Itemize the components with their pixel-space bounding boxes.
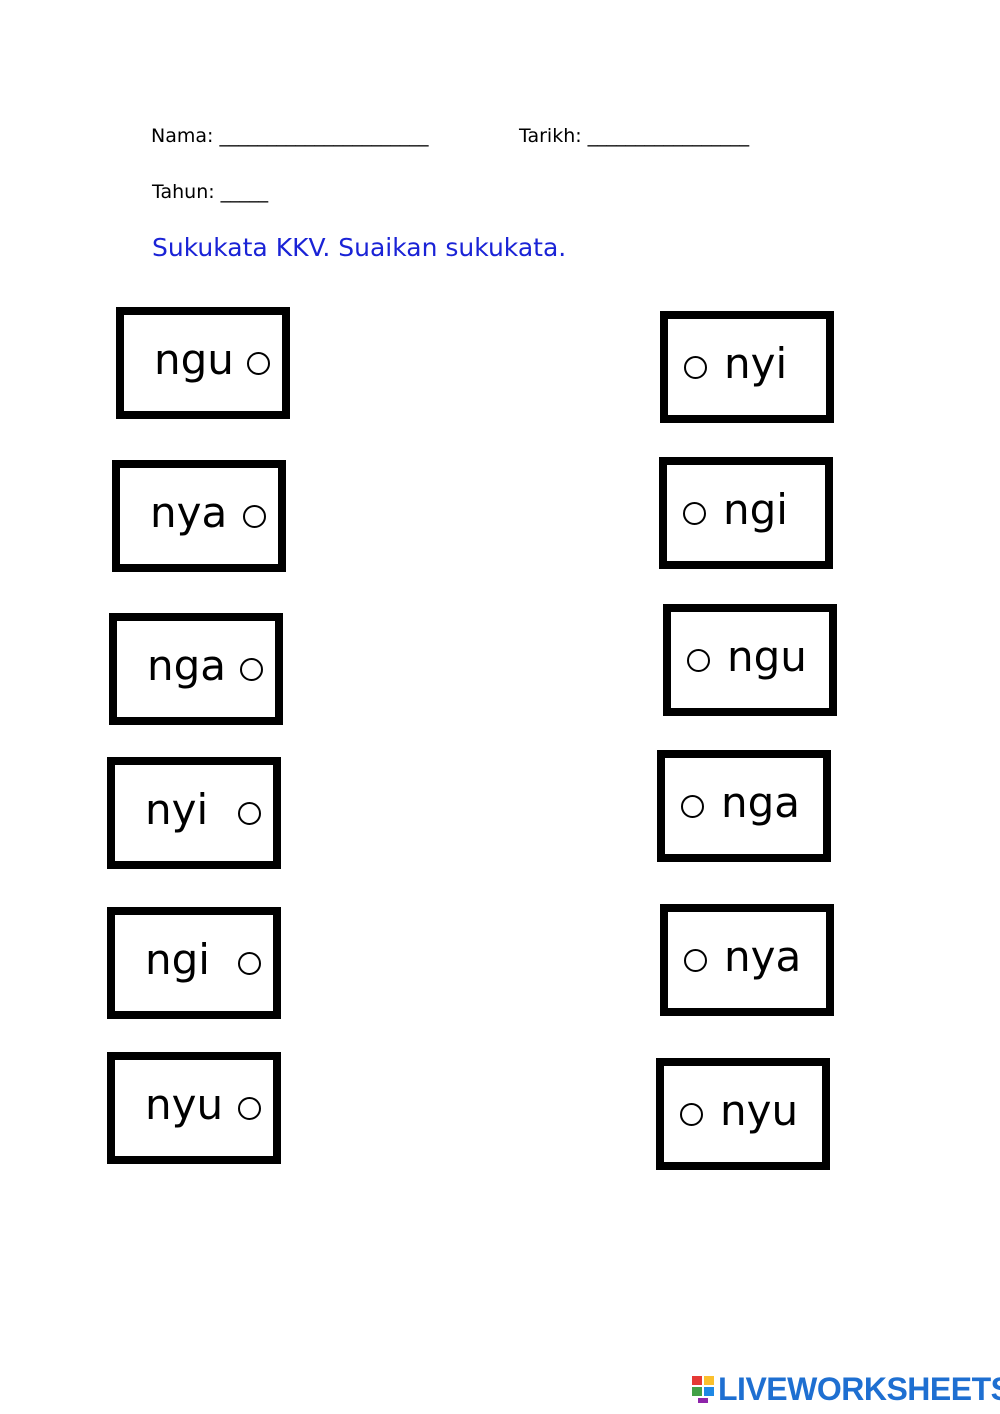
right-card-6: nyu [656, 1058, 830, 1170]
match-dot-icon[interactable] [683, 502, 706, 525]
right-card-3: ngu [663, 604, 837, 716]
instruction-text: Sukukata KKV. Suaikan sukukata. [152, 233, 567, 262]
match-dot-icon[interactable] [680, 1103, 703, 1126]
nama-field[interactable]: Nama: ______________________ [151, 125, 429, 147]
left-card-3: nga [109, 613, 283, 725]
tahun-field[interactable]: Tahun: _____ [152, 181, 269, 203]
right-card-word: nyu [720, 1086, 799, 1135]
match-dot-icon[interactable] [687, 649, 710, 672]
left-card-6: nyu [107, 1052, 281, 1164]
left-card-word: nya [150, 488, 228, 537]
left-card-word: nyi [145, 785, 209, 834]
match-dot-icon[interactable] [238, 1097, 261, 1120]
left-card-5: ngi [107, 907, 281, 1019]
left-card-word: ngi [145, 935, 210, 984]
right-card-word: nga [721, 778, 801, 827]
left-card-word: ngu [154, 335, 234, 384]
tarikh-field[interactable]: Tarikh: _________________ [519, 125, 750, 147]
right-card-4: nga [657, 750, 831, 862]
brand-text: LIVEWORKSHEETS [718, 1370, 1000, 1407]
liveworksheets-logo-icon [692, 1374, 716, 1404]
left-card-word: nga [147, 641, 227, 690]
match-dot-icon[interactable] [684, 949, 707, 972]
left-card-word: nyu [145, 1080, 224, 1129]
right-card-word: nya [724, 932, 802, 981]
match-dot-icon[interactable] [238, 952, 261, 975]
left-card-2: nya [112, 460, 286, 572]
right-card-1: nyi [660, 311, 834, 423]
right-card-2: ngi [659, 457, 833, 569]
right-card-word: nyi [724, 339, 788, 388]
match-dot-icon[interactable] [238, 802, 261, 825]
match-dot-icon[interactable] [247, 352, 270, 375]
left-card-4: nyi [107, 757, 281, 869]
match-dot-icon[interactable] [684, 356, 707, 379]
left-card-1: ngu [116, 307, 290, 419]
liveworksheets-logo: LIVEWORKSHEETS [692, 1371, 1000, 1407]
right-card-5: nya [660, 904, 834, 1016]
match-dot-icon[interactable] [240, 658, 263, 681]
right-card-word: ngi [723, 485, 788, 534]
right-card-word: ngu [727, 632, 807, 681]
match-dot-icon[interactable] [681, 795, 704, 818]
match-dot-icon[interactable] [243, 505, 266, 528]
